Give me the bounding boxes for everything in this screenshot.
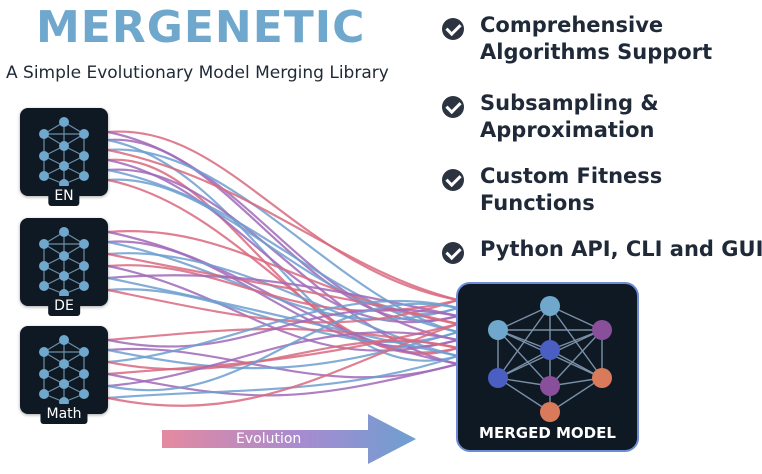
network-node (39, 129, 49, 139)
network-node (59, 251, 69, 261)
network-node (79, 239, 89, 249)
model-de-box: DE (20, 218, 108, 316)
merge-curve (107, 330, 459, 370)
merge-curve (107, 302, 459, 392)
network-node (79, 261, 89, 271)
page-title: MERGENETIC (36, 2, 366, 53)
model-en-box: EN (20, 108, 108, 206)
check-circle-icon (442, 18, 464, 40)
neural-network-icon (39, 117, 89, 189)
network-node (39, 239, 49, 249)
network-node (59, 161, 69, 171)
feature-line: Subsampling & (480, 91, 659, 115)
merge-curve (107, 148, 459, 302)
merge-curve (107, 354, 459, 400)
network-node (59, 379, 69, 389)
merge-curve (107, 322, 459, 407)
evolution-arrow (162, 414, 416, 464)
network-node (59, 227, 69, 237)
merge-curves (107, 130, 459, 407)
network-edge (549, 329, 603, 387)
network-node (59, 271, 69, 281)
model-label-math: Math (40, 404, 88, 424)
network-node (59, 335, 69, 345)
network-node (39, 281, 49, 291)
network-node (79, 347, 89, 357)
neural-network-icon (39, 227, 89, 299)
feature-item: Custom Fitness Functions (442, 163, 762, 217)
feature-line: Approximation (480, 118, 655, 142)
model-label-de: DE (48, 296, 80, 316)
check-circle-icon (442, 169, 464, 191)
merge-curve (107, 168, 459, 334)
subtitle: A Simple Evolutionary Model Merging Libr… (6, 63, 389, 83)
merge-curve (107, 130, 459, 302)
feature-item: Comprehensive Algorithms Support (442, 12, 762, 66)
network-node (592, 320, 612, 340)
merge-curve (107, 362, 459, 397)
network-node (39, 369, 49, 379)
network-node (488, 320, 508, 340)
network-node (39, 389, 49, 399)
network-edge (497, 377, 551, 413)
network-edge (549, 377, 603, 413)
feature-line: Comprehensive (480, 13, 664, 37)
merge-curve (107, 158, 459, 324)
network-node (540, 340, 560, 360)
neural-network-icon (39, 335, 89, 407)
model-math-box: Math (20, 326, 108, 424)
feature-line: Python API, CLI and GUI (480, 237, 762, 261)
feature-line: Algorithms Support (480, 40, 713, 64)
network-node (540, 376, 560, 396)
check-circle-icon (442, 96, 464, 118)
merge-curve (107, 308, 459, 348)
merge-curve (107, 331, 459, 388)
merge-curve (107, 288, 459, 324)
merged-model-label: MERGED MODEL (479, 424, 616, 442)
feature-line: Functions (480, 191, 595, 215)
feature-item: Subsampling & Approximation (442, 90, 762, 144)
network-node (79, 129, 89, 139)
feature-line: Custom Fitness (480, 164, 663, 188)
network-node (540, 296, 560, 316)
merge-curve (107, 138, 459, 322)
network-node (59, 141, 69, 151)
merged-neural-network-icon (488, 296, 612, 422)
network-node (39, 171, 49, 181)
network-node (79, 151, 89, 161)
network-node (79, 369, 89, 379)
network-node (39, 347, 49, 357)
merged-model-box: MERGED MODEL (456, 282, 639, 452)
network-node (39, 151, 49, 161)
network-node (540, 402, 560, 422)
network-node (59, 359, 69, 369)
check-circle-icon (442, 242, 464, 264)
feature-item: Python API, CLI and GUI (442, 236, 762, 264)
network-node (592, 368, 612, 388)
network-node (488, 368, 508, 388)
network-node (79, 171, 89, 181)
merge-curve (107, 138, 459, 362)
network-node (79, 281, 89, 291)
network-edge (497, 329, 551, 387)
network-node (59, 117, 69, 127)
merge-curve (107, 299, 459, 364)
network-node (39, 261, 49, 271)
model-label-en: EN (48, 186, 80, 206)
merge-curve (107, 276, 459, 358)
network-node (79, 389, 89, 399)
evolution-arrow-label: Evolution (236, 431, 302, 447)
merge-curve (107, 322, 459, 376)
